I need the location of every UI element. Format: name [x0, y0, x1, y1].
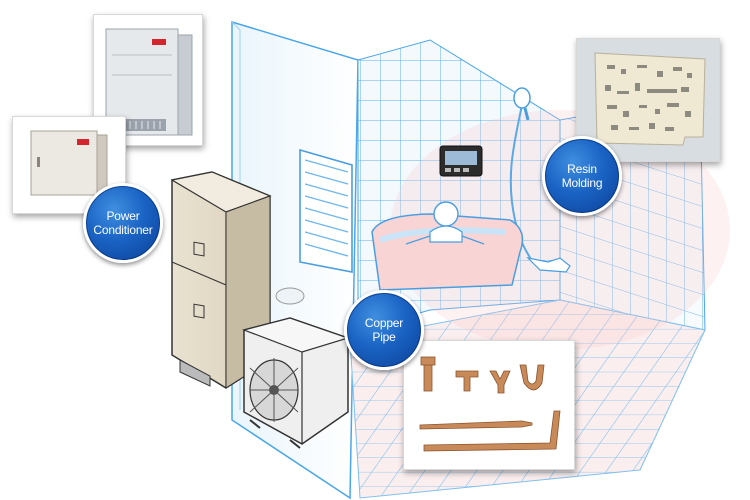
- power-conditioner-label-line2: Conditioner: [93, 223, 153, 237]
- resin-molding-label-line1: Resin: [567, 162, 597, 176]
- copper-pipe-label-line2: Pipe: [372, 330, 396, 344]
- copper-pipe-photo: [403, 340, 575, 470]
- resin-molding-label-line2: Molding: [561, 176, 603, 190]
- copper-pipe-badge: Copper Pipe: [344, 290, 424, 370]
- louver-vent: [299, 148, 353, 273]
- power-conditioner-label-line1: Power: [106, 209, 140, 223]
- copper-pipe-label-line1: Copper: [364, 316, 404, 330]
- power-conditioner-badge: Power Conditioner: [83, 183, 163, 263]
- shower-hose: [509, 104, 533, 263]
- copper-fittings-icon: [404, 341, 574, 469]
- heat-pump-unit: [242, 317, 350, 449]
- resin-molding-badge: Resin Molding: [542, 136, 622, 216]
- power-conditioner-wall-icon: [13, 117, 125, 213]
